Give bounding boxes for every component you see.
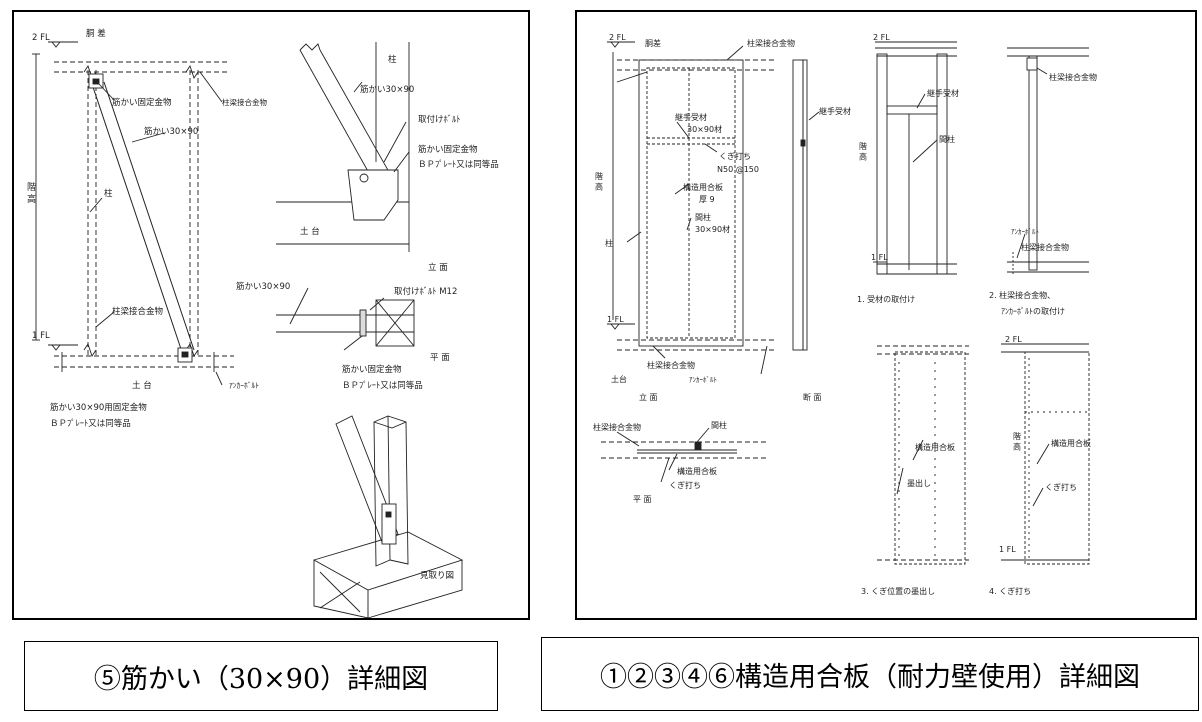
r-plywood-label: 構造用合板 [683,182,723,192]
column-label: 柱 [104,188,113,199]
plywood-detail-panel: 2 FL 1 FL 胴差 階 高 柱 土台 柱梁接合金物 継手受材 30×90材… [575,10,1197,620]
plan-mabashira-label: 間柱 [711,420,727,430]
s3-marking: 墨出し [907,478,931,488]
plan-bracket-label: 筋かい固定金物 [342,364,402,375]
r-anchor-label: ｱﾝｶｰﾎﾞﾙﾄ [689,376,717,384]
note-line-1: 筋かい30×90用固定金物 [50,402,147,413]
plan-cb-label: 柱梁接合金物 [593,422,641,432]
r-height-label: 階 高 [595,171,604,192]
s3-plywood: 構造用合板 [915,442,955,452]
s4-caption: 4. くぎ打ち [989,586,1031,596]
r-mabashira-label: 間柱 [695,212,711,222]
height-label: 階 高 [25,182,36,204]
sec-view: 断 面 [803,392,822,402]
plan-plywood-label: 構造用合板 [677,466,717,476]
plan-bp-label: ＢＰﾌﾟﾚｰﾄ又は同等品 [342,380,423,391]
r-mabashira-size: 30×90材 [695,224,730,234]
s1-fl1: 1 FL [871,253,888,262]
plywood-plan [601,427,767,483]
plan-bolt-label: 取付けﾎﾞﾙﾄ M12 [394,286,457,297]
fl2-label: 2 FL [32,33,50,43]
detail-bp-label: ＢＰﾌﾟﾚｰﾄ又は同等品 [418,159,499,170]
r-cb-bottom-label: 柱梁接合金物 [647,360,695,370]
brace-isometric [312,415,464,618]
s4-height: 階 高 [1013,431,1022,452]
s1-height: 階 高 [859,141,868,162]
detail-column-label: 柱 [388,54,397,65]
s4-plywood: 構造用合板 [1051,438,1091,448]
detail-bolt-label: 取付けﾎﾞﾙﾄ [418,114,461,125]
plywood-section [792,59,820,351]
plan-view: 平 面 [633,495,652,504]
step4-drawing [1001,343,1090,565]
r-sill-label: 土台 [611,374,627,384]
brace-size-label: 筋かい30×90 [144,126,198,137]
iso-view-label: 見取り図 [420,571,454,581]
brace-caption: ⑤筋かい（30×90）詳細図 [24,641,498,711]
s2-caption2: ｱﾝｶｰﾎﾞﾙﾄの取付け [1001,306,1065,316]
s3-caption: 3. くぎ位置の墨出し [861,586,935,596]
brace-elevation [32,41,234,386]
brace-detail-panel: 2 FL 1 FL 胴 差 階 高 筋かい固定金物 柱梁接合金物 筋かい30×9… [12,10,530,620]
r-elev-view: 立 面 [639,392,658,402]
r-thickness-label: 厚 9 [699,195,715,204]
s4-nailing: くぎ打ち [1045,482,1077,492]
plan-brace-label: 筋かい30×90 [236,281,290,292]
s4-fl2: 2 FL [1005,335,1022,344]
detail-sill-label: 土 台 [300,226,320,237]
column-beam-lower-label: 柱梁接合金物 [112,306,164,317]
bracket-label: 筋かい固定金物 [112,97,172,108]
plywood-caption: ①②③④⑥構造用合板（耐力壁使用）詳細図 [541,637,1199,711]
r-cb-top-label: 柱梁接合金物 [747,38,795,48]
s1-tsugite: 継手受材 [927,88,959,98]
plywood-detail-drawing: 2 FL 1 FL 胴差 階 高 柱 土台 柱梁接合金物 継手受材 30×90材… [593,33,1097,596]
s2-caption1: 2. 柱梁接合金物、 [989,290,1055,300]
s4-fl1: 1 FL [999,545,1016,554]
detail-view-label: 立 面 [428,262,448,273]
sill-label: 土 台 [132,380,152,391]
r-beam-label: 胴差 [645,38,661,48]
detail-brace-label: 筋かい30×90 [360,84,414,95]
plan-view-label: 平 面 [430,353,450,363]
s2-cb-top: 柱梁接合金物 [1049,72,1097,82]
r-nailing-label: くぎ打ち [719,151,751,161]
s1-mabashira: 間柱 [939,134,955,144]
anchor-label: ｱﾝｶｰﾎﾞﾙﾄ [229,381,259,390]
r-fl1-label: 1 FL [607,315,624,324]
s2-anchor: ｱﾝｶｰﾎﾞﾙﾄ [1011,228,1039,236]
fl1-label: 1 FL [32,331,50,341]
step2-drawing [1007,47,1089,274]
plywood-elevation [607,41,777,375]
brace-detail-elevation [276,42,410,252]
r-tsugite-size: 30×90材 [687,124,722,134]
s2-cb-bottom: 柱梁接合金物 [1021,242,1069,252]
r-fl2-label: 2 FL [609,33,626,42]
brace-plan [276,287,415,351]
step3-drawing [877,345,969,565]
r-column-label: 柱 [605,238,613,248]
s1-caption: 1. 受材の取付け [857,294,915,304]
detail-bracket-label: 筋かい固定金物 [418,144,478,155]
s1-fl2: 2 FL [873,33,890,42]
column-beam-label: 柱梁接合金物 [222,97,267,107]
beam-label: 胴 差 [86,28,106,39]
brace-detail-drawing: 2 FL 1 FL 胴 差 階 高 筋かい固定金物 柱梁接合金物 筋かい30×9… [25,28,499,618]
note-line-2: ＢＰﾌﾟﾚｰﾄ又は同等品 [50,418,131,429]
sec-tsugite-label: 継手受材 [819,106,851,116]
r-nail-spec: N50 @150 [717,165,759,174]
r-tsugite-label: 継手受材 [675,112,707,122]
step1-drawing [873,41,957,275]
plan-nailing-label: くぎ打ち [669,480,701,490]
